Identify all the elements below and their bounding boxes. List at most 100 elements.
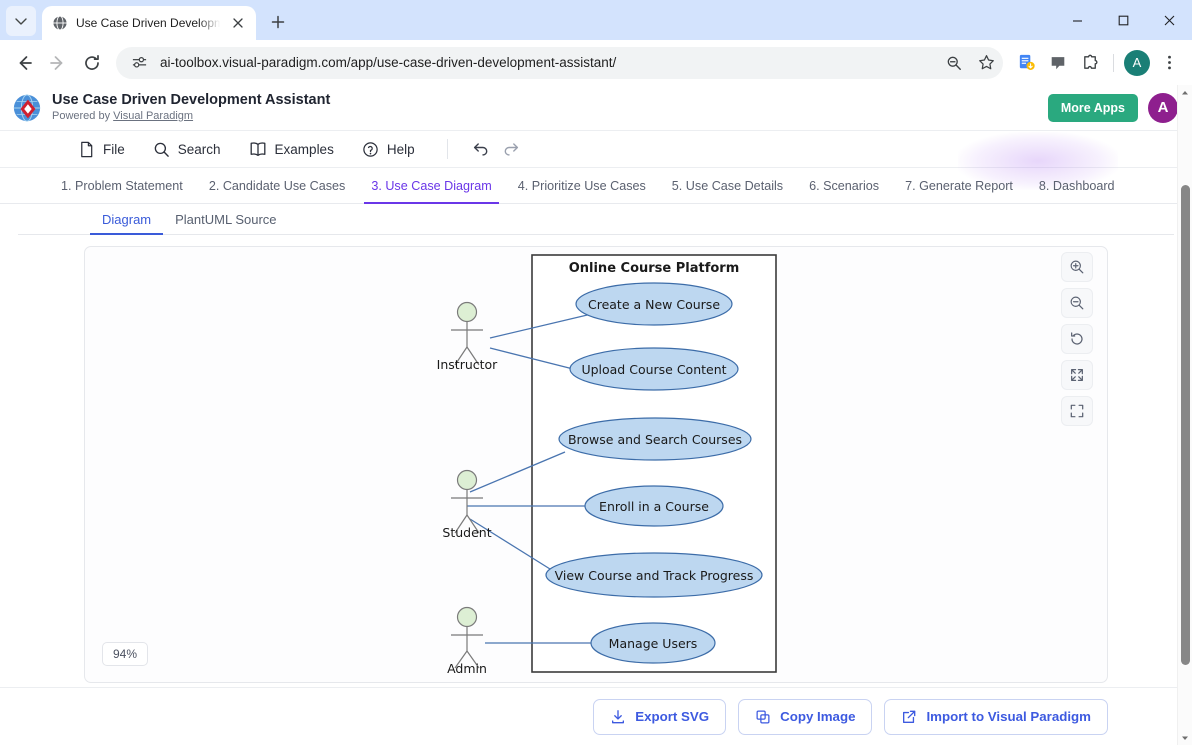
redo-icon xyxy=(504,143,518,156)
subtab-diagram[interactable]: Diagram xyxy=(90,207,164,235)
tab-close-button[interactable] xyxy=(228,13,248,33)
window-maximize-button[interactable] xyxy=(1100,0,1146,40)
reset-zoom-icon xyxy=(1071,332,1083,345)
copy-image-button[interactable]: Copy Image xyxy=(738,698,873,735)
menu-item-examples[interactable]: Examples xyxy=(235,134,348,164)
use-case-browse-and-search-courses[interactable]: Browse and Search Courses xyxy=(558,417,752,461)
fit-to-screen-button[interactable] xyxy=(1061,360,1093,390)
diagram-canvas[interactable]: Online Course Platform Instructor xyxy=(84,246,1108,683)
reading-list-icon[interactable] xyxy=(1011,47,1041,79)
use-case-label: Manage Users xyxy=(609,636,698,651)
address-bar[interactable]: ai-toolbox.visual-paradigm.com/app/use-c… xyxy=(116,46,1003,79)
import-to-visual-paradigm-button[interactable]: Import to Visual Paradigm xyxy=(884,698,1108,735)
extensions-puzzle-icon[interactable] xyxy=(1075,47,1105,79)
zoom-out-button[interactable] xyxy=(1061,288,1093,318)
menu-item-search-label: Search xyxy=(177,141,221,157)
menu-item-search[interactable]: Search xyxy=(139,135,235,164)
assoc-student-browse xyxy=(469,451,566,493)
tab-search-button[interactable] xyxy=(6,6,36,36)
menu-item-help[interactable]: Help xyxy=(348,135,429,164)
use-case-label: Upload Course Content xyxy=(581,362,726,377)
actor-instructor[interactable]: Instructor xyxy=(437,301,499,373)
use-case-ellipse xyxy=(545,552,763,598)
redo-button[interactable] xyxy=(496,135,526,163)
fit-to-screen-icon xyxy=(1071,369,1083,381)
menu-item-file-label: File xyxy=(103,141,125,157)
undo-button[interactable] xyxy=(466,135,496,163)
user-avatar[interactable]: A xyxy=(1148,92,1178,123)
tab-problem-statement[interactable]: 1. Problem Statement xyxy=(61,178,183,193)
chevron-up-icon xyxy=(1182,90,1188,94)
tab-scenarios[interactable]: 6. Scenarios xyxy=(809,178,880,193)
book-icon xyxy=(250,142,265,156)
more-apps-button[interactable]: More Apps xyxy=(1047,93,1138,122)
page-title: Use Case Driven Development Assistant xyxy=(52,92,331,109)
external-link-icon xyxy=(903,710,916,723)
new-tab-button[interactable] xyxy=(264,8,292,36)
zoom-out-omnibox-icon[interactable] xyxy=(943,52,965,74)
comment-icon[interactable] xyxy=(1043,47,1073,79)
zoom-out-icon xyxy=(1070,296,1084,310)
site-settings-icon[interactable] xyxy=(128,52,150,74)
use-case-ellipse xyxy=(590,622,716,664)
assoc-instructor-create xyxy=(489,311,601,339)
zoom-in-icon xyxy=(1070,260,1084,274)
use-case-enroll-in-a-course[interactable]: Enroll in a Course xyxy=(584,485,724,527)
app-header: Use Case Driven Development Assistant Po… xyxy=(0,85,1192,131)
actor-head-icon xyxy=(456,469,478,491)
tab-dashboard[interactable]: 8. Dashboard xyxy=(1038,178,1115,193)
use-case-manage-users[interactable]: Manage Users xyxy=(590,622,716,664)
star-icon[interactable] xyxy=(975,52,997,74)
reset-zoom-button[interactable] xyxy=(1061,324,1093,354)
use-case-ellipse xyxy=(575,282,733,326)
forward-button[interactable] xyxy=(42,47,74,79)
menu-item-file[interactable]: File xyxy=(64,135,139,164)
subtab-plantuml-source[interactable]: PlantUML Source xyxy=(175,212,277,227)
menu-item-help-label: Help xyxy=(386,141,415,157)
powered-by-prefix: Powered by xyxy=(52,110,114,123)
tab-prioritize-use-cases[interactable]: 4. Prioritize Use Cases xyxy=(517,178,646,193)
visual-paradigm-logo xyxy=(13,93,41,122)
browser-tab[interactable]: Use Case Driven Development A xyxy=(42,6,256,40)
tab-generate-report[interactable]: 7. Generate Report xyxy=(905,178,1013,193)
browser-tab-title: Use Case Driven Development A xyxy=(76,16,220,30)
fullscreen-button[interactable] xyxy=(1061,396,1093,426)
actor-head-icon xyxy=(456,606,478,628)
window-close-button[interactable] xyxy=(1146,0,1192,40)
zoom-in-button[interactable] xyxy=(1061,252,1093,282)
powered-by-text: Powered by Visual Paradigm xyxy=(52,110,1038,123)
actor-student[interactable]: Student xyxy=(442,469,492,541)
tab-candidate-use-cases[interactable]: 2. Candidate Use Cases xyxy=(208,178,346,193)
scrollbar-thumb[interactable] xyxy=(1181,185,1190,665)
actor-student-label: Student xyxy=(442,525,491,540)
globe-icon xyxy=(52,15,68,31)
use-case-label: Create a New Course xyxy=(588,297,720,312)
three-dot-menu-icon[interactable] xyxy=(1154,47,1184,79)
scrollbar-down-arrow[interactable] xyxy=(1178,730,1192,745)
tab-use-case-details[interactable]: 5. Use Case Details xyxy=(671,178,784,193)
window-minimize-button[interactable] xyxy=(1054,0,1100,40)
diagram-subtabs: Diagram PlantUML Source xyxy=(18,204,1174,235)
back-button[interactable] xyxy=(8,47,40,79)
content-area: Diagram PlantUML Source Online Course Pl… xyxy=(0,204,1192,745)
page-scrollbar[interactable] xyxy=(1177,85,1192,745)
reload-button[interactable] xyxy=(76,47,108,79)
assoc-student-view xyxy=(469,518,551,570)
actor-admin[interactable]: Admin xyxy=(447,606,487,677)
browser-toolbar: ai-toolbox.visual-paradigm.com/app/use-c… xyxy=(0,40,1192,85)
zoom-level-badge[interactable]: 94% xyxy=(102,642,149,666)
scrollbar-up-arrow[interactable] xyxy=(1178,85,1192,100)
browser-profile-button[interactable]: A xyxy=(1122,47,1152,79)
file-icon xyxy=(81,141,93,157)
tab-use-case-diagram[interactable]: 3. Use Case Diagram xyxy=(358,168,504,204)
step-tabs: 1. Problem Statement 2. Candidate Use Ca… xyxy=(0,132,1192,204)
use-case-upload-course-content[interactable]: Upload Course Content xyxy=(569,347,739,391)
menubar-divider xyxy=(446,139,448,159)
copy-icon xyxy=(756,710,770,723)
use-case-ellipse xyxy=(558,417,752,461)
browser-tab-strip: Use Case Driven Development A xyxy=(0,0,1192,40)
visual-paradigm-link[interactable]: Visual Paradigm xyxy=(113,110,194,123)
use-case-view-course-and-track-progress[interactable]: View Course and Track Progress xyxy=(545,552,763,598)
export-svg-button[interactable]: Export SVG xyxy=(593,698,727,735)
use-case-create-a-new-course[interactable]: Create a New Course xyxy=(575,282,733,326)
